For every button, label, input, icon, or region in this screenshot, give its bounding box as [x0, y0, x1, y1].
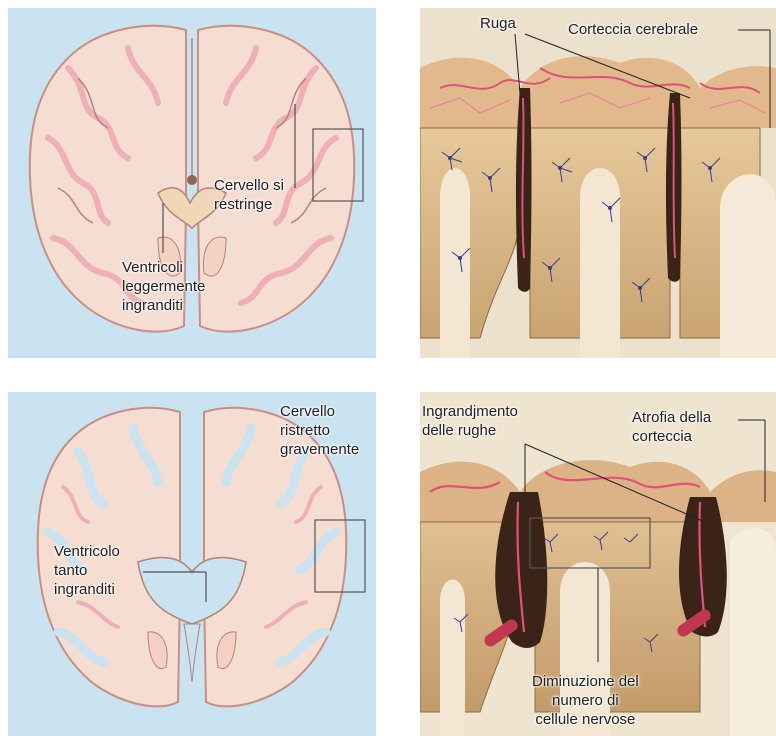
label-cortex-atrophy: Atrofia della corteccia [632, 408, 711, 446]
label-brain-shrinks: Cervello si restringe [214, 176, 284, 214]
bottom-right-cortex-panel: Ingrandjmento delle rughe Atrofia della … [420, 392, 776, 736]
label-neuron-decrease: Diminuzione del numero di cellule nervos… [532, 672, 639, 729]
label-ventricle-greatly-enlarged: Ventricolo tanto ingranditi [54, 542, 120, 599]
label-brain-severely-shrunk: Cervello ristretto gravemente [280, 402, 359, 459]
bottom-left-brain-panel: Cervello ristretto gravemente Ventricolo… [8, 392, 376, 736]
top-left-brain-panel: Cervello si restringe Ventricoli leggerm… [8, 8, 376, 358]
top-right-cortex-panel: Ruga Corteccia cerebrale [420, 8, 776, 358]
label-groove-enlargement: Ingrandjmento delle rughe [422, 402, 518, 440]
label-groove: Ruga [480, 14, 516, 33]
cortex-cross-section-healthy [420, 8, 776, 358]
label-cerebral-cortex: Corteccia cerebrale [568, 20, 698, 39]
label-ventricles-slightly-enlarged: Ventricoli leggermente ingranditi [122, 258, 205, 315]
